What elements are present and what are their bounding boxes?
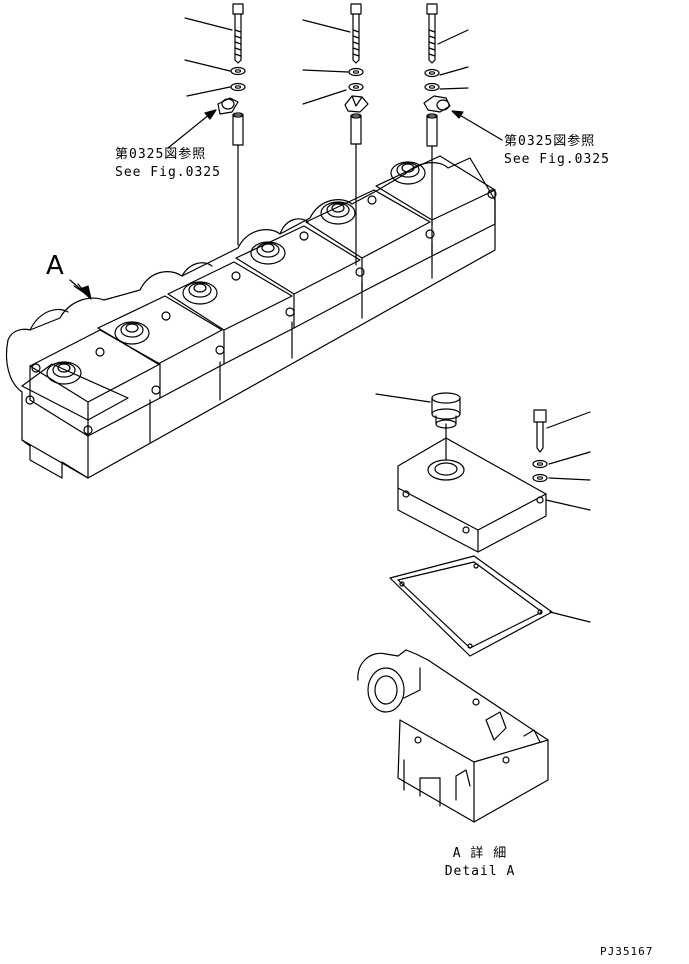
hardware-stack-left <box>184 3 246 246</box>
filler-cap <box>182 281 218 305</box>
detail-cover <box>397 423 591 553</box>
view-marker-a: A <box>46 251 64 281</box>
detail-gasket <box>389 555 591 657</box>
detail-a-exploded <box>357 392 591 823</box>
reference-leader-right <box>451 110 503 141</box>
filler-cap <box>320 201 356 225</box>
reference-label-right-en: See Fig.0325 <box>504 152 610 167</box>
filler-cap <box>46 361 82 385</box>
cylinder-head-cover-assembly <box>5 155 497 479</box>
detail-caption-en: Detail A <box>444 864 516 879</box>
reference-label-left-en: See Fig.0325 <box>115 165 221 180</box>
filler-cap <box>250 241 286 265</box>
view-arrow-a <box>69 279 92 300</box>
detail-caption-ja: A 詳 細 <box>452 846 508 861</box>
detail-head-block <box>357 649 549 823</box>
detail-bolt <box>532 409 591 483</box>
filler-cap <box>114 321 150 345</box>
reference-label-right-ja: 第0325図参照 <box>504 134 596 149</box>
cover-bolts <box>25 189 497 435</box>
detail-plug <box>375 392 461 429</box>
hardware-stack-center <box>302 3 369 266</box>
drawing-number: PJ35167 <box>600 945 654 958</box>
filler-cap <box>390 161 426 185</box>
reference-leader-left <box>167 109 217 149</box>
reference-label-left-ja: 第0325図参照 <box>115 147 207 162</box>
